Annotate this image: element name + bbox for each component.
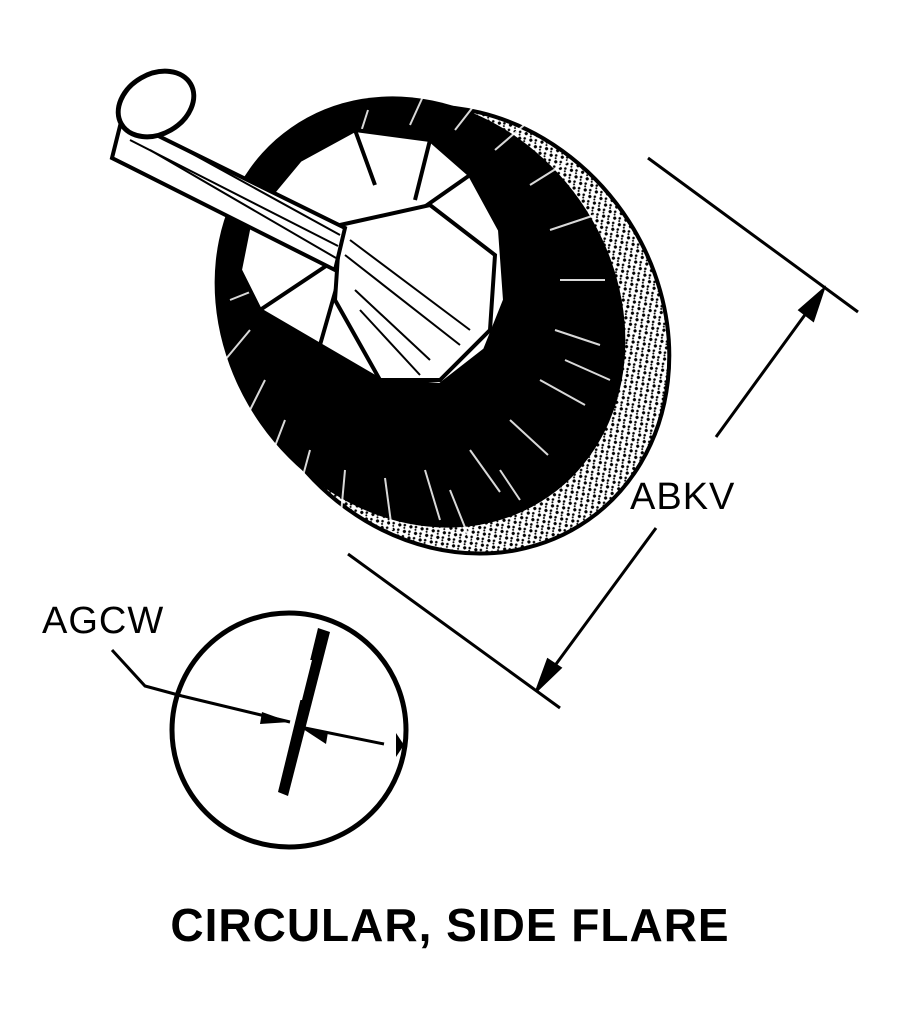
- hub-collar: [332, 202, 498, 382]
- abkv-dimension: [347, 156, 859, 710]
- agcw-arrow-right: [300, 727, 328, 744]
- abkv-arrow-up: [797, 285, 827, 323]
- agcw-arrow-left: [260, 712, 290, 724]
- abkv-dimension-label: ABKV: [630, 476, 736, 518]
- shaft-body: [109, 115, 348, 273]
- figure-caption: CIRCULAR, SIDE FLARE: [170, 899, 730, 951]
- abkv-extension-top: [647, 156, 859, 314]
- agcw-detail: [110, 610, 409, 850]
- agcw-dimension-label: AGCW: [42, 600, 165, 642]
- abkv-extension-bottom: [347, 552, 561, 710]
- agcw-leader: [110, 648, 291, 724]
- detail-bristle: [278, 628, 330, 796]
- brush-hub: [237, 127, 508, 388]
- agcw-arrow-tail: [396, 733, 404, 757]
- brush-shaft: [109, 68, 348, 273]
- detail-circle: [169, 610, 409, 850]
- abkv-arrow-down: [535, 657, 563, 692]
- abkv-dim-line-lower: [535, 527, 658, 691]
- shaft-end: [115, 68, 197, 140]
